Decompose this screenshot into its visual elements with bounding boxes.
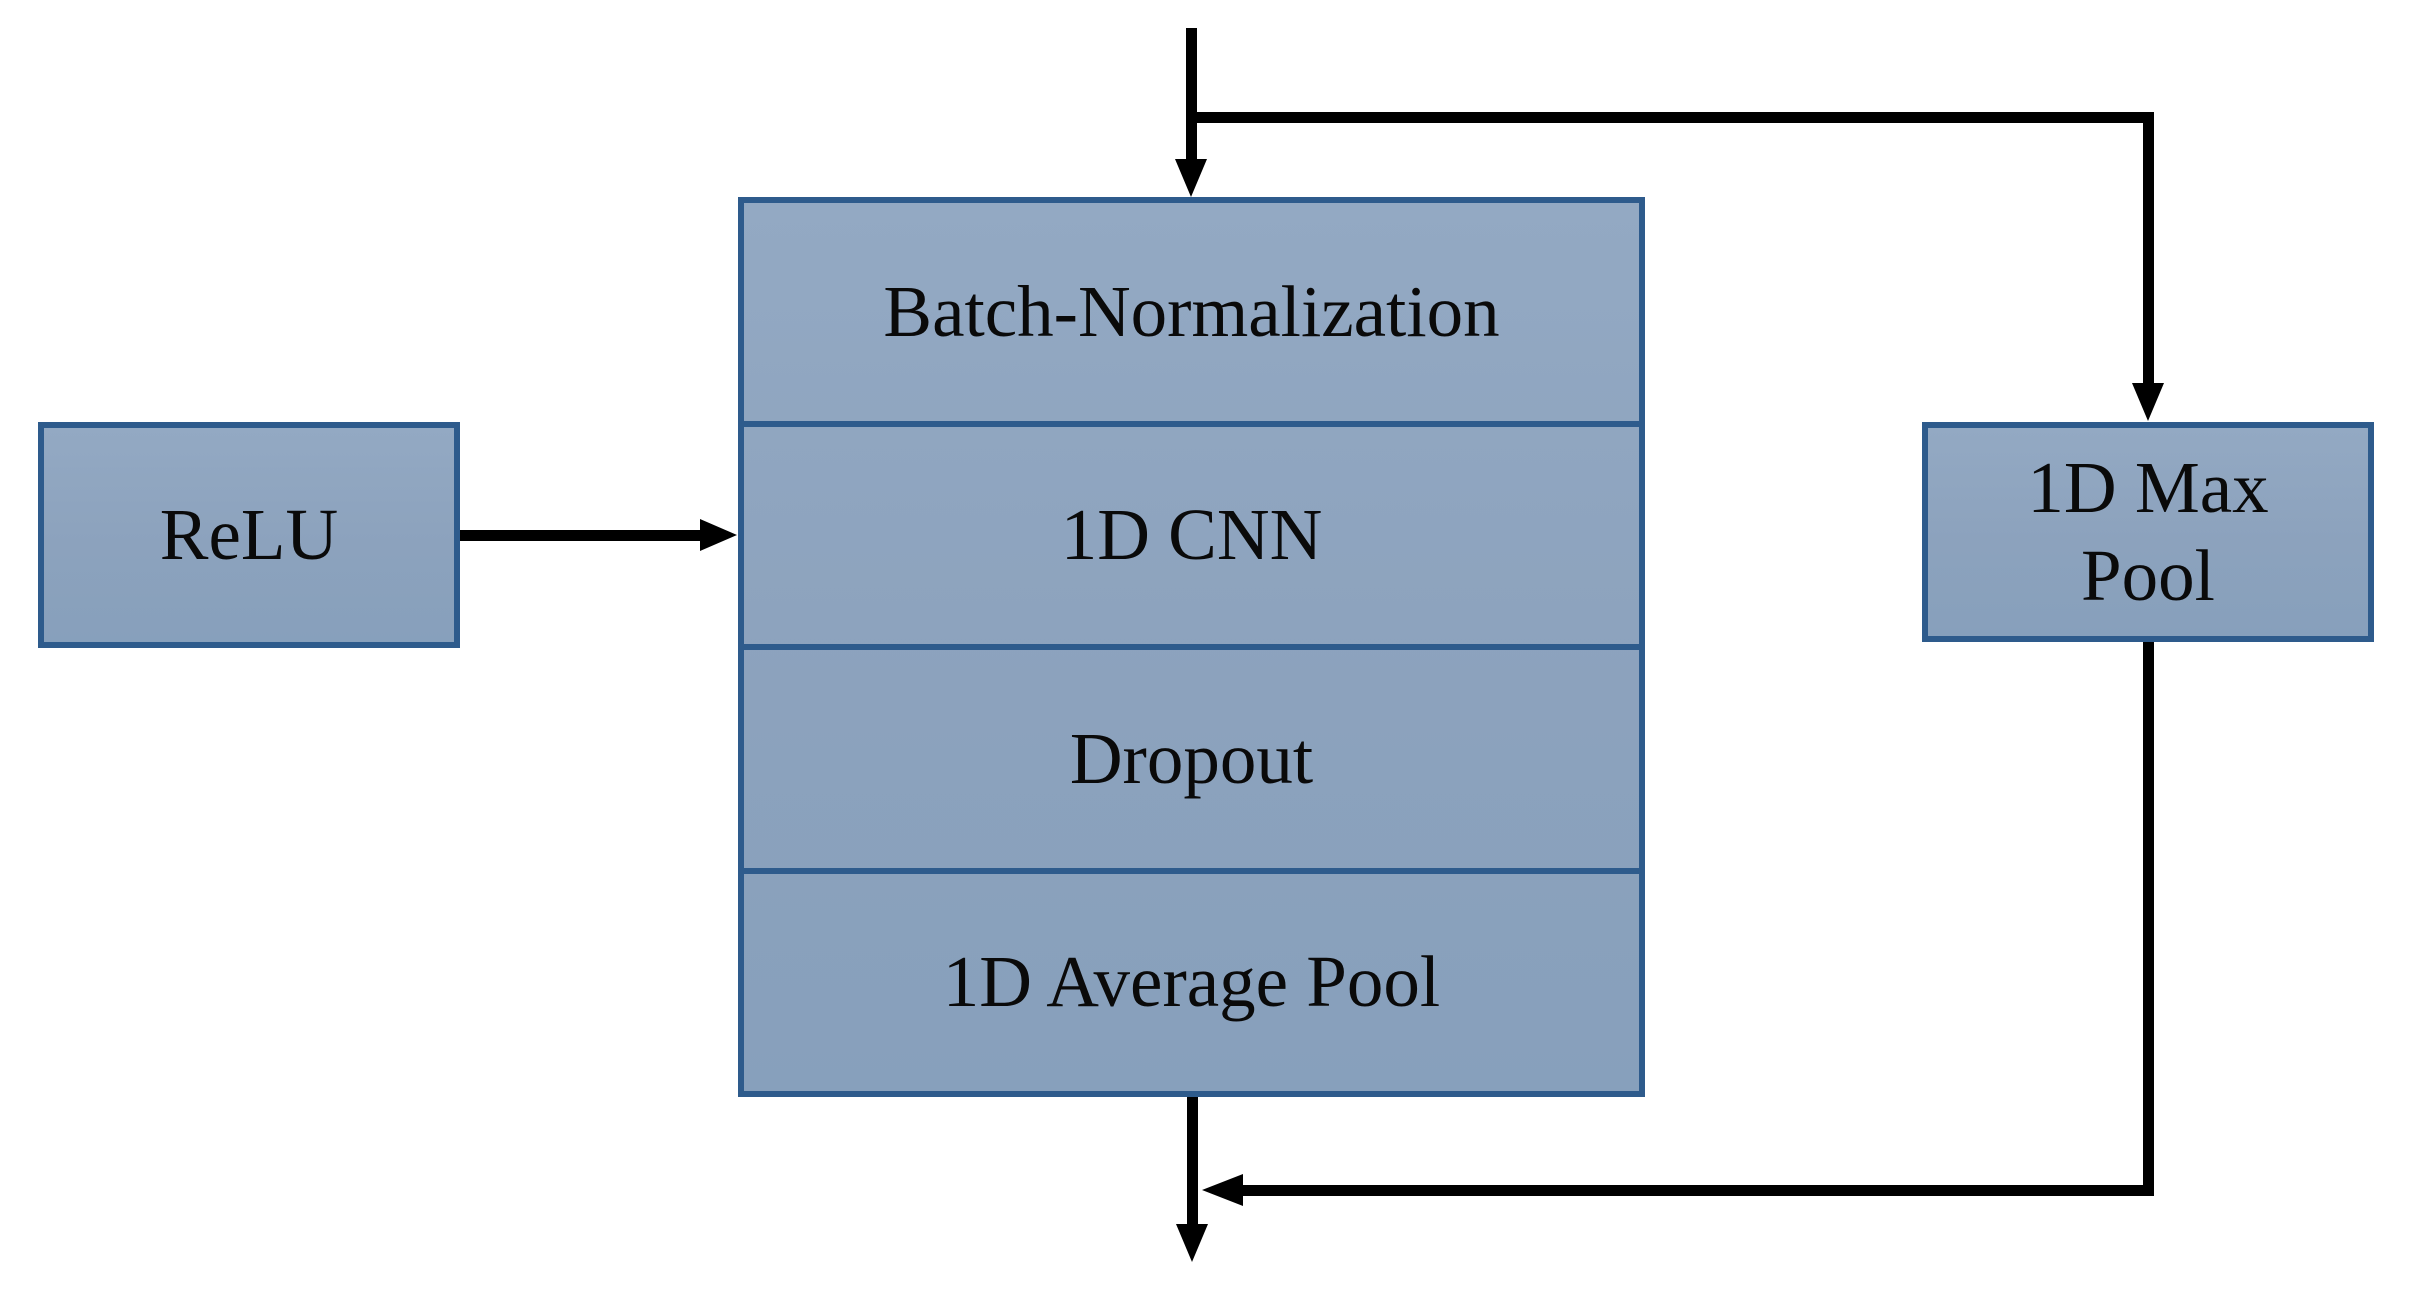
layer-1d-cnn: 1D CNN (744, 420, 1639, 645)
arrow-skip-branch-line (1186, 112, 2154, 123)
arrowhead-final-output-down-icon (1176, 1224, 1208, 1262)
arrow-skip-drop-line (2143, 112, 2154, 384)
arrowhead-return-left-icon (1202, 1174, 1243, 1206)
layer-1d-average-pool-label: 1D Average Pool (942, 941, 1441, 1023)
layer-batch-normalization: Batch-Normalization (744, 203, 1639, 421)
relu-label: ReLU (159, 494, 339, 576)
arrowhead-maxpool-down-icon (2132, 383, 2164, 421)
main-block: Batch-Normalization 1D CNN Dropout 1D Av… (738, 197, 1645, 1097)
arrow-input-line (1186, 28, 1197, 160)
layer-dropout: Dropout (744, 644, 1639, 868)
arrow-relu-line (460, 530, 700, 541)
arrow-return-line (1243, 1185, 2154, 1196)
maxpool-box: 1D Max Pool (1922, 422, 2374, 642)
arrow-final-output-line (1187, 1095, 1198, 1225)
layer-1d-cnn-label: 1D CNN (1060, 494, 1323, 576)
layer-1d-average-pool: 1D Average Pool (744, 867, 1639, 1092)
layer-dropout-label: Dropout (1069, 717, 1314, 799)
maxpool-label-line2: Pool (2081, 535, 2215, 616)
arrowhead-input-down-icon (1175, 159, 1207, 197)
layer-batch-normalization-label: Batch-Normalization (883, 270, 1500, 352)
maxpool-label-line1: 1D Max (2027, 447, 2269, 529)
relu-box: ReLU (38, 422, 460, 648)
arrow-maxpool-output-line (2143, 642, 2154, 1196)
arrowhead-relu-right-icon (700, 519, 737, 551)
